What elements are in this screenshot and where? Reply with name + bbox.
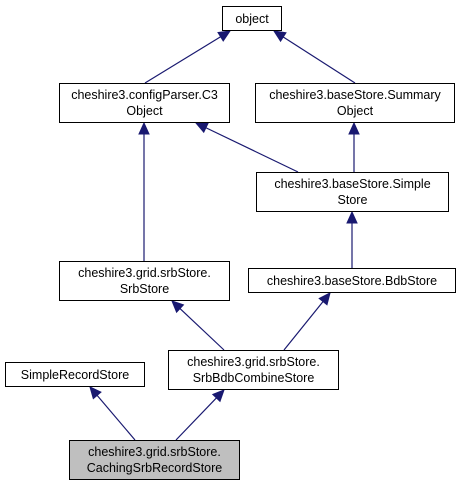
arrowhead-srbstore-to-c3object [138, 121, 150, 135]
arrowhead-cachingsrbrecordstore-to-srbbdbcombinestore [211, 389, 225, 403]
node-srbstore-srbbdbcombinestore-label-line2: SrbBdbCombineStore [192, 371, 315, 385]
edge-srbbdbcombinestore-to-bdbstore [283, 301, 324, 351]
node-configparser-c3object[interactable]: cheshire3.configParser.C3 Object [59, 83, 230, 123]
edge-srbbdbcombinestore-to-srbstore [179, 308, 225, 351]
node-basestore-summaryobject-label-line1: cheshire3.baseStore.Summary [269, 88, 441, 102]
node-basestore-summaryobject[interactable]: cheshire3.baseStore.Summary Object [255, 83, 455, 123]
node-basestore-bdbstore[interactable]: cheshire3.baseStore.BdbStore [248, 268, 456, 293]
node-srbstore-cachingsrbrecordstore[interactable]: cheshire3.grid.srbStore. CachingSrbRecor… [69, 440, 240, 480]
arrowhead-simplestore-to-c3object [194, 122, 209, 134]
node-srbstore-cachingsrbrecordstore-label-line1: cheshire3.grid.srbStore. [88, 445, 221, 459]
node-object-label: object [235, 11, 269, 26]
node-basestore-simplestore-label-line1: cheshire3.baseStore.Simple [274, 177, 431, 191]
arrowhead-cachingsrbrecordstore-to-simplerecordstore [89, 386, 102, 400]
edge-cachingsrbrecordstore-to-simplerecordstore [96, 394, 136, 441]
node-configparser-c3object-label-line1: cheshire3.configParser.C3 [71, 88, 218, 102]
node-srbstore-cachingsrbrecordstore-label-line2: CachingSrbRecordStore [86, 461, 223, 475]
node-srbstore-srbstore[interactable]: cheshire3.grid.srbStore. SrbStore [59, 261, 230, 301]
arrowhead-summaryobject-to-object [272, 30, 287, 43]
arrowhead-simplestore-to-summaryobject [348, 121, 360, 135]
arrowhead-srbbdbcombinestore-to-bdbstore [318, 292, 331, 306]
node-basestore-summaryobject-label-line2: Object [336, 104, 374, 118]
arrowhead-c3object-to-object [217, 30, 232, 42]
node-srbstore-srbbdbcombinestore[interactable]: cheshire3.grid.srbStore. SrbBdbCombineSt… [168, 350, 339, 390]
node-basestore-simplestore[interactable]: cheshire3.baseStore.Simple Store [256, 172, 449, 212]
edge-summaryobject-to-object [282, 36, 356, 84]
node-object[interactable]: object [222, 6, 282, 31]
node-srbstore-srbbdbcombinestore-label-line1: cheshire3.grid.srbStore. [187, 355, 320, 369]
node-basestore-simplestore-label-line2: Store [337, 193, 368, 207]
node-basestore-bdbstore-label: cheshire3.baseStore.BdbStore [266, 273, 438, 288]
node-srbstore-srbstore-label-line2: SrbStore [119, 282, 170, 296]
edge-cachingsrbrecordstore-to-srbbdbcombinestore [175, 397, 217, 441]
edge-c3object-to-object [144, 36, 221, 84]
node-srbstore-srbstore-label-line1: cheshire3.grid.srbStore. [78, 266, 211, 280]
arrowhead-srbbdbcombinestore-to-srbstore [171, 300, 185, 314]
node-simplerecordstore-label: SimpleRecordStore [20, 367, 130, 382]
arrowhead-bdbstore-to-simplestore [346, 210, 358, 224]
node-configparser-c3object-label-line2: Object [126, 104, 163, 118]
node-simplerecordstore[interactable]: SimpleRecordStore [5, 362, 145, 387]
edge-simplestore-to-c3object [205, 127, 299, 173]
